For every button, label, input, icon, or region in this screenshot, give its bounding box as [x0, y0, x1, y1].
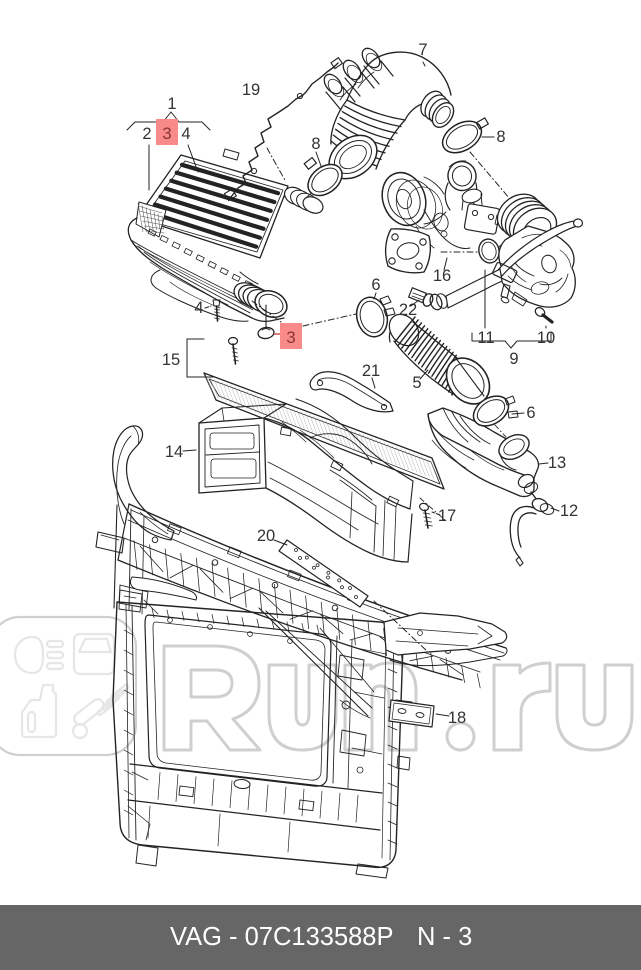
svg-text:8: 8 [311, 135, 320, 153]
svg-text:10: 10 [537, 329, 555, 347]
svg-text:2: 2 [142, 125, 151, 143]
svg-text:11: 11 [477, 329, 494, 347]
svg-text:3: 3 [162, 124, 171, 143]
svg-text:6: 6 [371, 276, 380, 294]
svg-text:7: 7 [418, 41, 427, 59]
svg-text:6: 6 [526, 404, 535, 422]
svg-text:9: 9 [509, 350, 518, 368]
svg-text:16: 16 [433, 267, 451, 285]
svg-text:19: 19 [242, 81, 260, 99]
svg-text:18: 18 [448, 709, 466, 727]
svg-text:14: 14 [165, 443, 183, 461]
svg-text:8: 8 [496, 128, 505, 146]
svg-text:4: 4 [194, 299, 203, 317]
svg-text:22: 22 [399, 301, 417, 319]
svg-text:1: 1 [167, 95, 176, 113]
svg-text:17: 17 [438, 507, 456, 525]
svg-text:4: 4 [181, 125, 190, 143]
svg-text:20: 20 [257, 527, 275, 545]
svg-text:15: 15 [162, 351, 180, 369]
svg-text:21: 21 [362, 362, 380, 380]
svg-text:5: 5 [412, 374, 421, 392]
svg-text:3: 3 [286, 328, 295, 347]
svg-text:12: 12 [560, 502, 578, 520]
svg-text:13: 13 [548, 454, 566, 472]
